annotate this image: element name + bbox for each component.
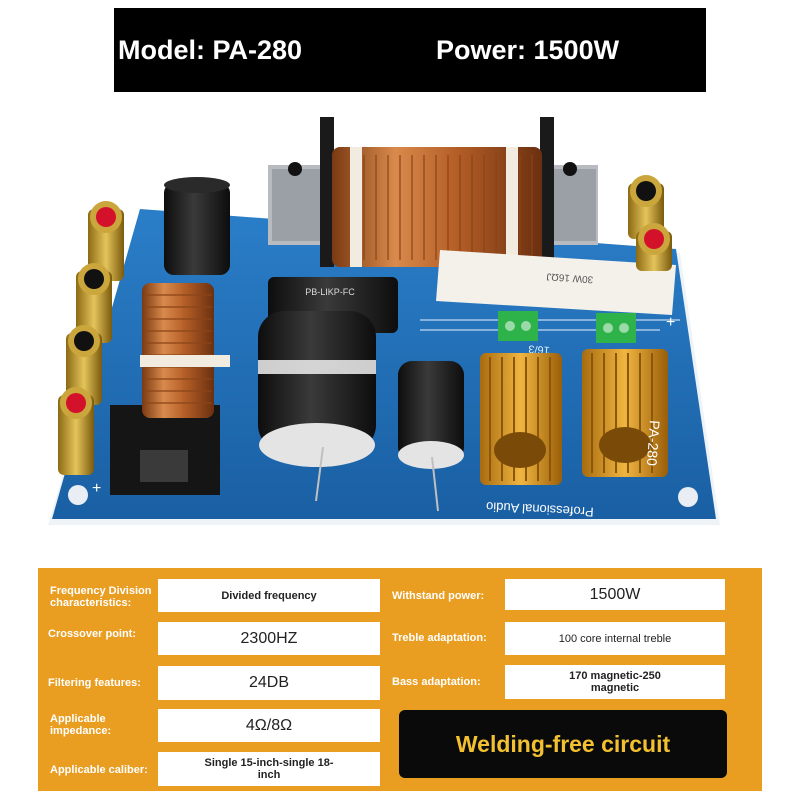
resistor-print: 30W 16ΩJ bbox=[546, 270, 594, 284]
crossover-label: Crossover point: bbox=[48, 628, 137, 640]
crossover-board-photo: PB-LIKP-FC 30W 16ΩJ 16/3 PA-280 Pro bbox=[48, 117, 720, 525]
binding-posts-right bbox=[628, 175, 672, 271]
heatsink-resistor-left bbox=[480, 353, 562, 485]
model-title: Model: PA-280 bbox=[118, 35, 303, 65]
heatsink-resistor-right bbox=[582, 349, 668, 477]
filtering-value: 24DB bbox=[158, 666, 380, 700]
capacitor-small-round bbox=[398, 361, 464, 512]
cap-print-flat: PB-LIKP-FC bbox=[305, 287, 355, 297]
caliber-value: Single 15-inch-single 18-inch bbox=[158, 752, 380, 786]
freq-div-value: Divided frequency bbox=[158, 579, 380, 612]
treble-value: 100 core internal treble bbox=[505, 622, 725, 655]
withstand-value: 1500W bbox=[505, 579, 725, 610]
top-banner: Model: PA-280 Power: 1500W bbox=[114, 8, 706, 92]
board-model-print: PA-280 bbox=[644, 420, 663, 467]
impedance-label: Applicable impedance: bbox=[50, 713, 112, 737]
crossover-value: 2300HZ bbox=[158, 622, 380, 655]
welding-free-callout: Welding-free circuit bbox=[399, 710, 727, 778]
cement-resistor: 30W 16ΩJ bbox=[436, 250, 676, 315]
filtering-label: Filtering features: bbox=[48, 677, 141, 689]
withstand-label: Withstand power: bbox=[392, 590, 485, 602]
large-inductor-coil bbox=[268, 117, 598, 267]
caliber-label: Applicable caliber: bbox=[50, 764, 148, 776]
bass-label: Bass adaptation: bbox=[392, 676, 481, 688]
pad-print: 16/3 bbox=[528, 343, 550, 356]
binding-posts-left bbox=[58, 201, 124, 475]
capacitor-large-round bbox=[258, 311, 376, 502]
small-inductor-coil bbox=[110, 283, 230, 495]
board-brand-print: Professional Audio bbox=[486, 499, 594, 520]
impedance-value: 4Ω/8Ω bbox=[158, 709, 380, 742]
bass-value: 170 magnetic-250 magnetic bbox=[505, 665, 725, 699]
plus-mark-left: + bbox=[92, 480, 101, 497]
capacitor-top-left bbox=[164, 177, 230, 275]
freq-div-label: Frequency Division characteristics: bbox=[50, 585, 152, 609]
treble-label: Treble adaptation: bbox=[392, 632, 487, 644]
plus-mark-right: + bbox=[666, 314, 675, 331]
power-title: Power: 1500W bbox=[436, 35, 620, 65]
green-terminal-blocks bbox=[498, 311, 636, 343]
